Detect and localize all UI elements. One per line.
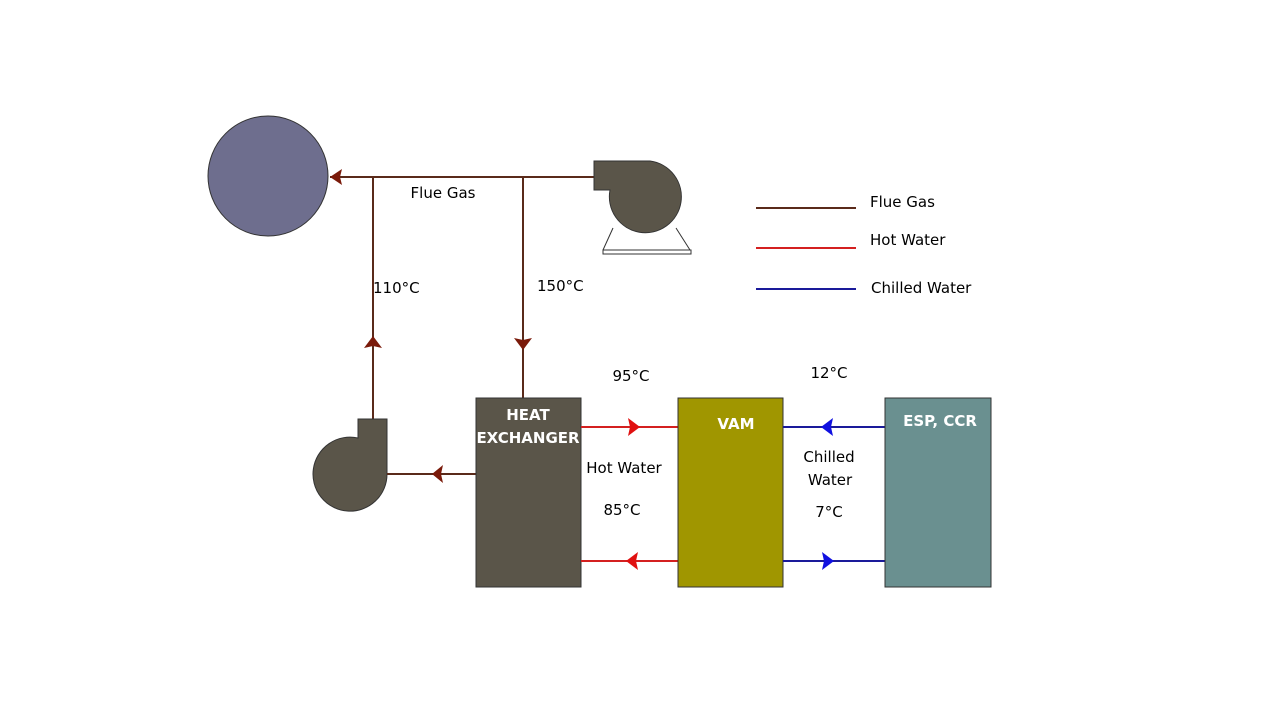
chilled-water-arrow-left-icon xyxy=(821,418,833,436)
heat-exchanger-label-2: EXCHANGER xyxy=(476,429,580,447)
vam-label: VAM xyxy=(717,415,754,433)
flue-arrow-left-icon xyxy=(330,169,342,185)
stack xyxy=(207,115,329,237)
temp-12-label: 12°C xyxy=(810,364,847,382)
temp-85-label: 85°C xyxy=(603,501,640,519)
bottom-fan-icon xyxy=(312,418,388,512)
hot-water-arrow-right-icon xyxy=(628,418,640,436)
hot-water-arrow-left-icon xyxy=(626,552,638,570)
temp-150-label: 150°C xyxy=(537,277,584,295)
legend-flue-gas-label: Flue Gas xyxy=(870,193,935,211)
water-label: Water xyxy=(808,471,853,489)
flue-arrow-up-icon xyxy=(364,336,382,348)
chilled-label: Chilled xyxy=(803,448,854,466)
flue-arrow-left-icon-2 xyxy=(432,465,443,483)
esp-ccr-box xyxy=(884,397,992,588)
flue-arrow-down-icon xyxy=(514,338,532,350)
legend: Flue Gas Hot Water Chilled Water xyxy=(756,193,972,297)
legend-hot-water-label: Hot Water xyxy=(870,231,946,249)
hot-water-label: Hot Water xyxy=(586,459,662,477)
heat-exchanger xyxy=(475,397,582,588)
esp-ccr-label: ESP, CCR xyxy=(903,412,977,430)
temp-110-label: 110°C xyxy=(373,279,420,297)
flue-gas-label: Flue Gas xyxy=(411,184,476,202)
temp-7-label: 7°C xyxy=(815,503,843,521)
heat-exchanger-label-1: HEAT xyxy=(506,406,550,424)
temp-95-label: 95°C xyxy=(612,367,649,385)
legend-chilled-water-label: Chilled Water xyxy=(871,279,972,297)
top-fan-icon xyxy=(593,160,692,255)
vam-box xyxy=(677,397,784,588)
chilled-water-arrow-right-icon xyxy=(822,552,834,570)
